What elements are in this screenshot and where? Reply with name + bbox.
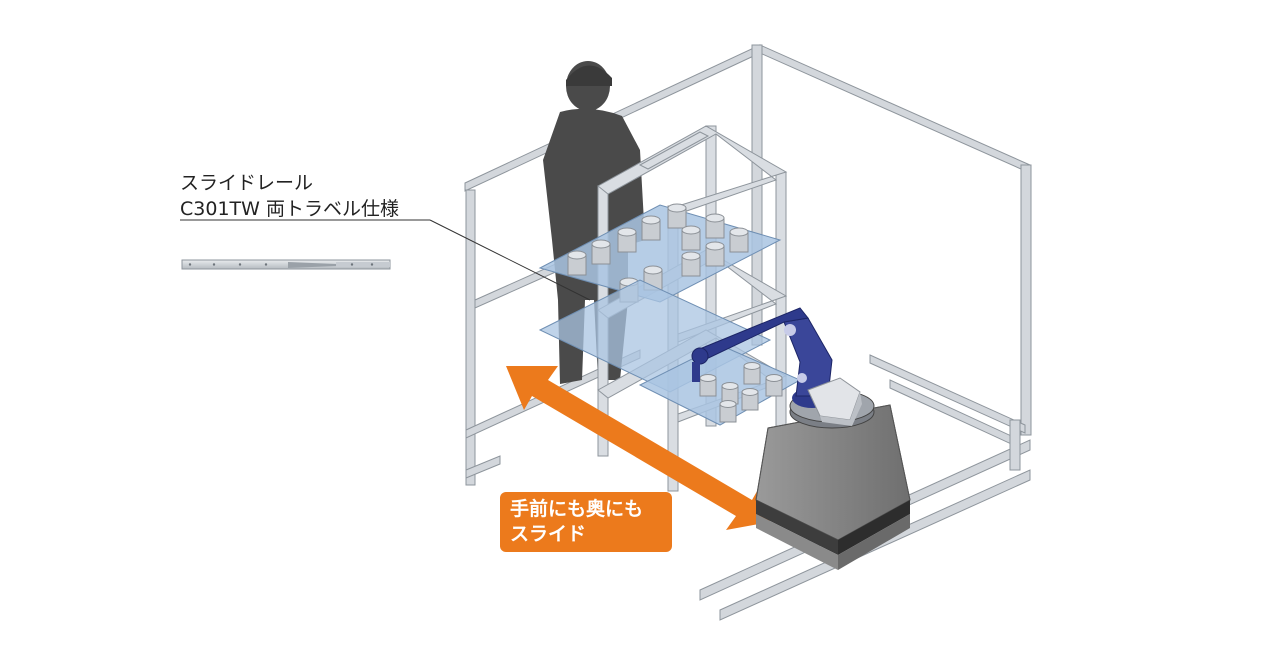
slide-rail-label-line2: C301TW 両トラベル仕様 [180, 198, 399, 220]
shelf-plate-upper [538, 203, 782, 303]
slide-callout-badge: 手前にも奥にも スライド [500, 492, 672, 552]
shelf-plate-robot-side [638, 344, 802, 426]
slide-callout-line1: 手前にも奥にも [510, 498, 644, 520]
slide-rail-label: スライドレール C301TW 両トラベル仕様 [180, 170, 399, 222]
slide-rail-label-line1: スライドレール [180, 172, 314, 194]
leader-line [180, 219, 591, 301]
slide-callout-line2: スライド [510, 523, 587, 545]
robot-arm-icon [691, 307, 862, 426]
slide-rail-icon [181, 259, 391, 270]
safety-fence [464, 44, 1032, 621]
double-arrow-icon [506, 366, 770, 530]
shelf-rack [538, 125, 802, 492]
